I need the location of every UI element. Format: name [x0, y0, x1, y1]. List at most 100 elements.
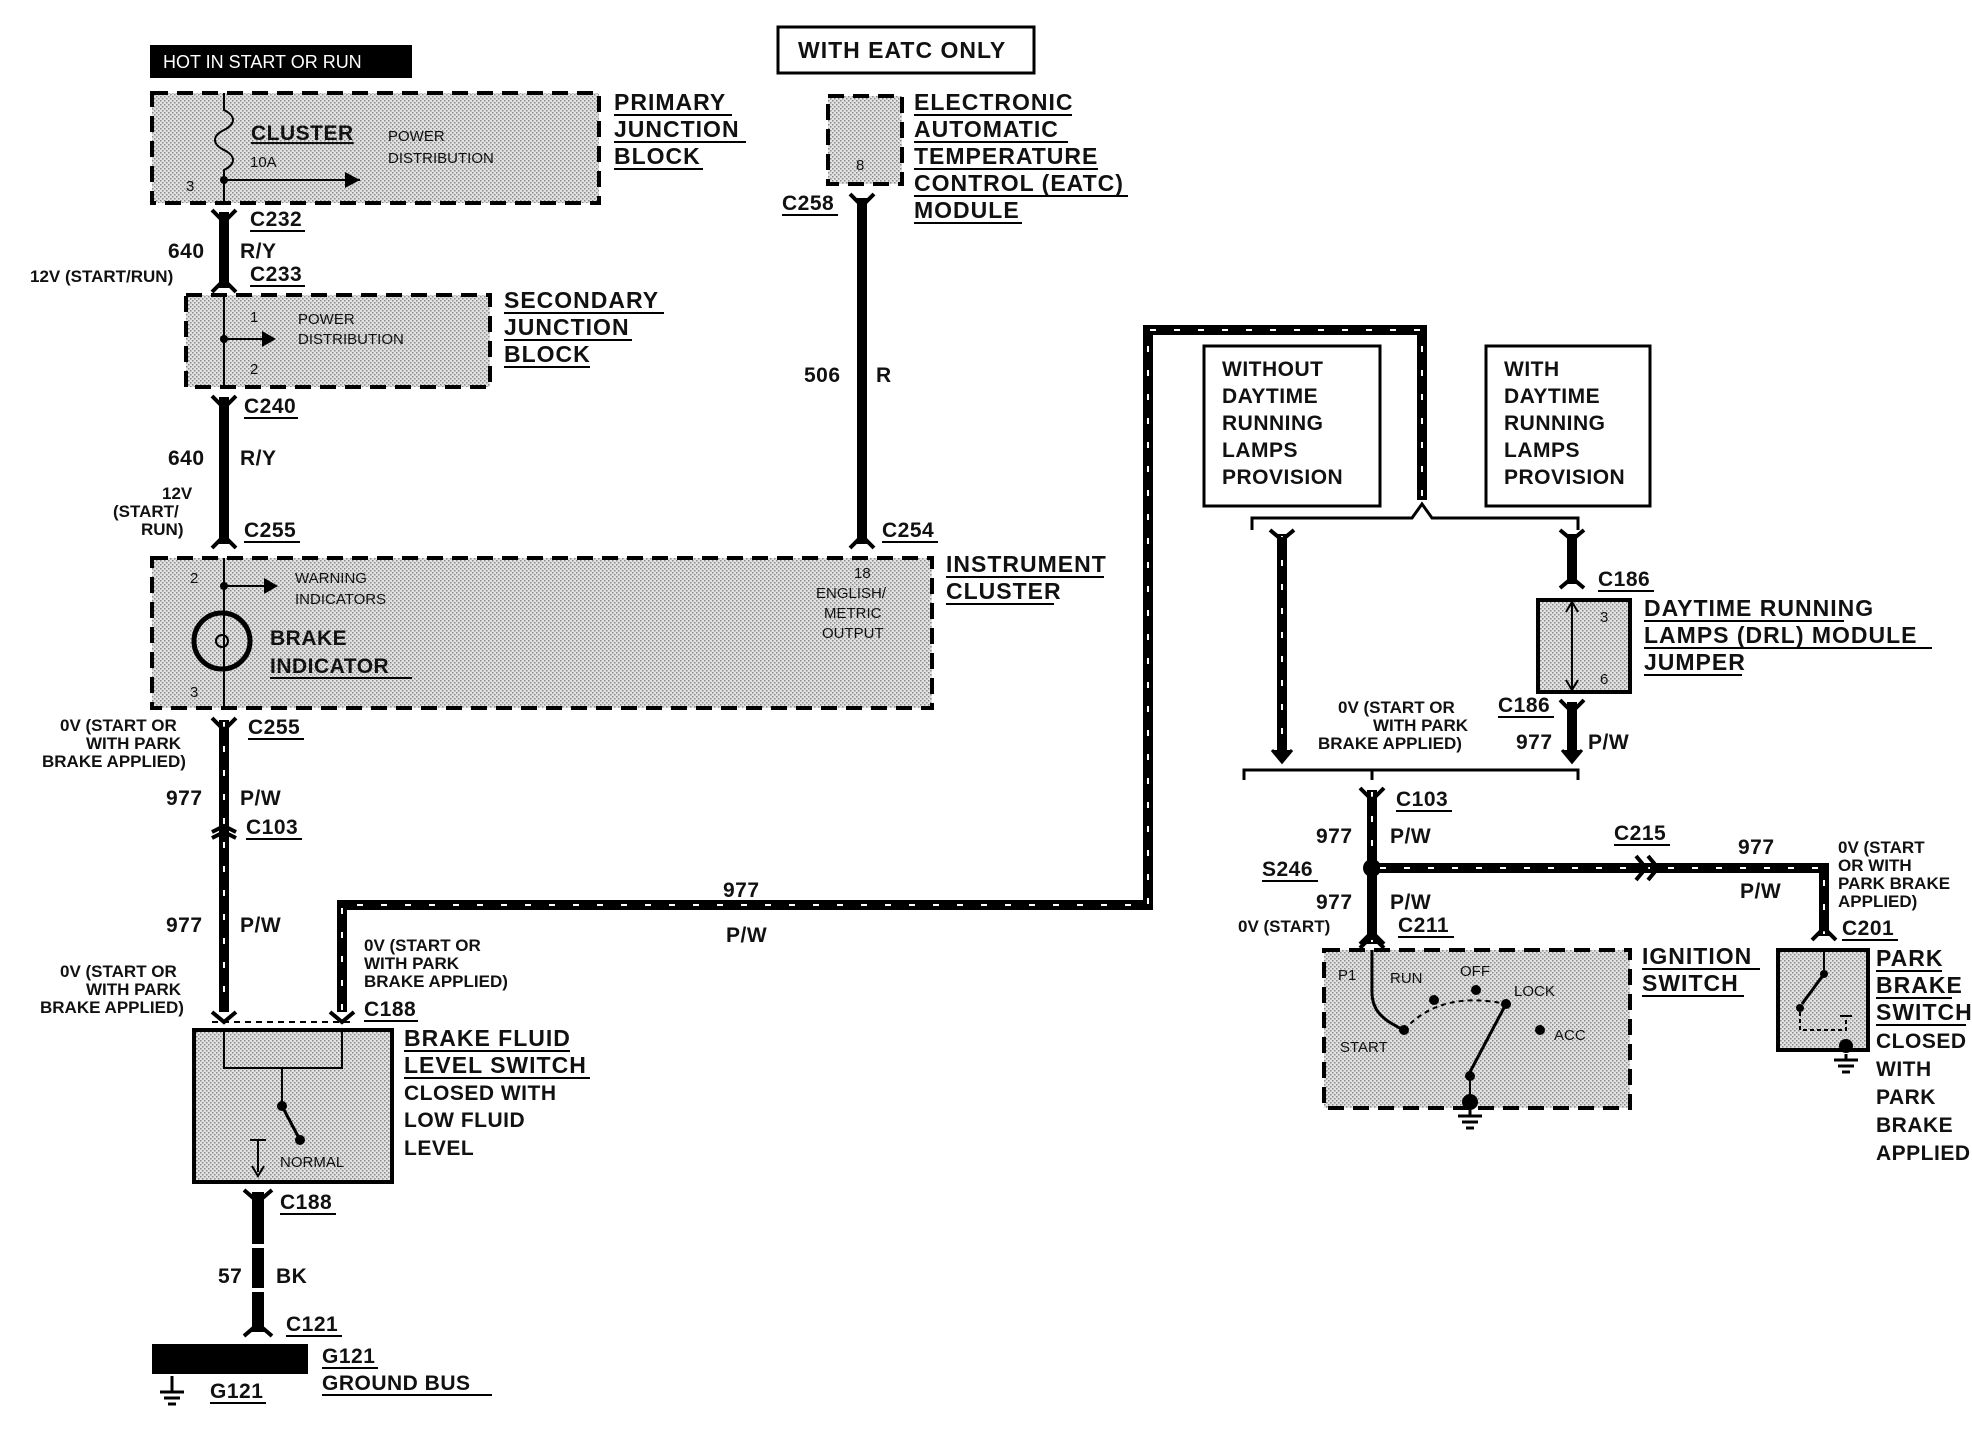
normal-label: NORMAL — [280, 1154, 344, 1171]
v12-stack-3: RUN) — [141, 520, 184, 539]
v0-brake-b-3: BRAKE APPLIED) — [40, 998, 184, 1017]
v0-brake-c-3: BRAKE APPLIED) — [364, 972, 508, 991]
v0-brake-a-1: 0V (START OR — [60, 716, 177, 735]
g121-label: G121 — [210, 1380, 263, 1403]
without-drl-provision-box — [1202, 344, 1382, 508]
ground-bus-bar — [152, 1344, 308, 1374]
hot-label: HOT IN START OR RUN — [163, 52, 362, 72]
instrument-cluster-name-1: INSTRUMENT — [946, 551, 1107, 577]
w977f-color: P/W — [1390, 891, 1431, 914]
eatc-name-2: AUTOMATIC — [914, 116, 1059, 142]
park-brake-desc-2: WITH — [1876, 1058, 1932, 1081]
drl-name-2: LAMPS (DRL) MODULE — [1644, 622, 1918, 648]
brake-fluid-desc-3: LEVEL — [404, 1137, 474, 1160]
w977b-color: P/W — [240, 914, 281, 937]
v12-stack-1: 12V — [162, 484, 193, 503]
primary-junction-name-2: JUNCTION — [614, 116, 740, 142]
warning-arrow-icon — [264, 578, 278, 594]
ground-icon — [160, 1376, 184, 1406]
secondary-power-dist-1: POWER — [298, 311, 355, 328]
w977f-num: 977 — [1316, 891, 1353, 914]
primary-power-dist-2: DISTRIBUTION — [388, 150, 494, 167]
eatc-name-3: TEMPERATURE — [914, 143, 1098, 169]
w640a-num: 640 — [168, 240, 205, 263]
v0-brake-e-1: 0V (START — [1838, 838, 1925, 857]
arrow-icon — [345, 172, 360, 188]
s246-label: S246 — [1262, 858, 1313, 881]
with-drl-5: PROVISION — [1504, 466, 1625, 489]
park-brake-desc-4: BRAKE — [1876, 1114, 1953, 1137]
cluster-label: CLUSTER — [251, 122, 354, 145]
brake-fluid-desc-2: LOW FLUID — [404, 1109, 525, 1132]
hot-label-box — [150, 45, 412, 78]
v12-stack-2: (START/ — [113, 502, 179, 521]
park-brake-desc-1: CLOSED — [1876, 1030, 1967, 1053]
w506-num: 506 — [804, 364, 841, 387]
w977g-color: P/W — [1740, 880, 1781, 903]
c254-label: C254 — [882, 519, 934, 542]
v0-brake-e-4: APPLIED) — [1838, 892, 1917, 911]
with-drl-4: LAMPS — [1504, 439, 1580, 462]
park-brake-name-3: SWITCH — [1876, 999, 1972, 1025]
cluster-pin-2: 2 — [190, 570, 198, 587]
c240-label: C240 — [244, 395, 296, 418]
c215-label: C215 — [1614, 822, 1666, 845]
brake-fluid-name-1: BRAKE FLUID — [404, 1025, 571, 1051]
w977c-num: 977 — [723, 879, 760, 902]
park-brake-desc-3: PARK — [1876, 1086, 1936, 1109]
eatc-pin-8: 8 — [856, 157, 864, 174]
ignition-p1: P1 — [1338, 967, 1356, 984]
output-4: OUTPUT — [822, 625, 884, 642]
v0-brake-b-1: 0V (START OR — [60, 962, 177, 981]
c258-label: C258 — [782, 192, 834, 215]
ignition-run: RUN — [1390, 970, 1423, 987]
c211-label: C211 — [1398, 914, 1449, 937]
v0-brake-e-3: PARK BRAKE — [1838, 874, 1950, 893]
w977b-num: 977 — [166, 914, 203, 937]
v0-brake-a-3: BRAKE APPLIED) — [42, 752, 186, 771]
instrument-cluster — [150, 556, 934, 710]
w977e-num: 977 — [1316, 825, 1353, 848]
c233-label: C233 — [250, 263, 302, 286]
with-drl-2: DAYTIME — [1504, 385, 1600, 408]
v12-start-run: 12V (START/RUN) — [30, 267, 173, 286]
eatc-name-1: ELECTRONIC — [914, 89, 1074, 115]
without-drl-5: PROVISION — [1222, 466, 1343, 489]
eatc-name-4: CONTROL (EATC) — [914, 170, 1124, 196]
v0-brake-e-2: OR WITH — [1838, 856, 1912, 875]
w640a-color: R/Y — [240, 240, 277, 263]
c103b-label: C103 — [1396, 788, 1448, 811]
secondary-junction-block — [184, 293, 492, 389]
brake-indicator-2: INDICATOR — [270, 655, 389, 678]
w977d-num: 977 — [1516, 731, 1553, 754]
v0-brake-d-1: 0V (START OR — [1338, 698, 1455, 717]
ignition-lock: LOCK — [1514, 983, 1555, 1000]
secondary-junction-name-2: JUNCTION — [504, 314, 630, 340]
warning-indicators-1: WARNING — [295, 570, 367, 587]
w977e-color: P/W — [1390, 825, 1431, 848]
cluster-pin-3: 3 — [190, 684, 198, 701]
v0-brake-b-2: WITH PARK — [86, 980, 182, 999]
ignition-name-2: SWITCH — [1642, 970, 1739, 996]
without-drl-2: DAYTIME — [1222, 385, 1318, 408]
park-brake-desc-5: APPLIED — [1876, 1142, 1971, 1165]
brake-indicator-lamp-icon — [191, 610, 253, 672]
c121-label: C121 — [286, 1313, 338, 1336]
w977a-num: 977 — [166, 787, 203, 810]
without-drl-4: LAMPS — [1222, 439, 1298, 462]
park-brake-name-1: PARK — [1876, 945, 1943, 971]
w977d-color: P/W — [1588, 731, 1629, 754]
v0-brake-c-1: 0V (START OR — [364, 936, 481, 955]
with-drl-1: WITH — [1504, 358, 1560, 381]
ignition-switch — [1322, 948, 1632, 1110]
secondary-junction-name-3: BLOCK — [504, 341, 591, 367]
ignition-off: OFF — [1460, 963, 1490, 980]
v0-brake-c-2: WITH PARK — [364, 954, 460, 973]
secondary-junction-name-1: SECONDARY — [504, 287, 659, 313]
secondary-pin-2: 2 — [250, 361, 258, 378]
output-1: 18 — [854, 565, 871, 582]
brake-fluid-level-switch — [192, 1028, 394, 1184]
c103a-label: C103 — [246, 816, 298, 839]
output-3: METRIC — [824, 605, 882, 622]
w57-num: 57 — [218, 1265, 242, 1288]
